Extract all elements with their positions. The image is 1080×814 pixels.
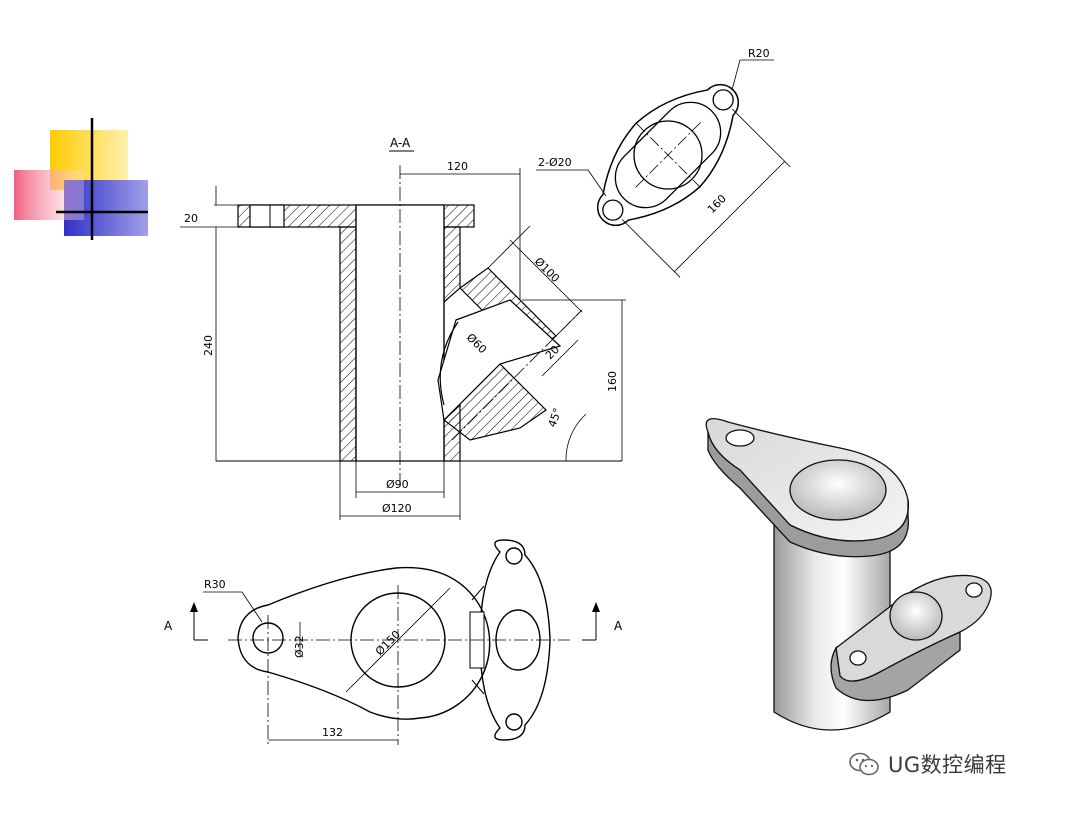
render-branch-bore: [889, 591, 943, 641]
dim-pipe-outer-dia: Ø120: [382, 502, 412, 515]
aux-dimensions: R20 2-Ø20 160: [536, 47, 774, 216]
aux-hole-left: [602, 199, 624, 221]
watermark-text: UG数控编程: [888, 753, 1007, 777]
dim-aux-radius: R20: [748, 47, 770, 60]
aux-hole-right: [712, 89, 734, 111]
auxiliary-flange-view: [596, 83, 791, 278]
dim-center-distance: 132: [322, 726, 343, 739]
dim-flange-thickness: 20: [184, 212, 198, 225]
isometric-render: [705, 418, 992, 731]
branch-bore: [437, 299, 562, 422]
dim-plan-radius: R30: [204, 578, 226, 591]
wechat-icon: [849, 752, 879, 776]
section-label: A-A: [390, 136, 411, 150]
dim-plan-hole-dia: Ø32: [293, 635, 306, 658]
pipe-left-wall: [339, 226, 357, 462]
dim-branch-offset: 120: [447, 160, 468, 173]
plan-view: 132 R30 Ø32 Ø150 A A: [164, 539, 623, 745]
side-flange-hole-bottom: [505, 713, 523, 731]
slide-decoration: [14, 118, 148, 240]
render-branch-base: [830, 630, 961, 702]
section-arrow-right-label: A: [614, 619, 623, 633]
dim-total-height: 240: [202, 335, 215, 356]
watermark: UG数控编程: [848, 746, 1007, 782]
section-arrow-left-label: A: [164, 619, 173, 633]
base-flange-outline: [237, 566, 491, 720]
render-branch-hole-right: [965, 582, 983, 598]
dim-branch-angle: 45°: [546, 406, 565, 429]
dim-branch-outer-dia: Ø100: [532, 255, 562, 285]
render-top-flange-edge: [707, 431, 909, 558]
aux-flange-outline: [596, 83, 740, 227]
render-top-hole: [725, 429, 755, 447]
dim-branch-height: 160: [606, 371, 619, 392]
render-top-bore: [789, 459, 887, 521]
side-flange-hole-top: [505, 547, 523, 565]
dim-aux-holes: 2-Ø20: [538, 156, 572, 169]
dim-aux-hole-spacing: 160: [705, 192, 729, 216]
render-branch-hole-left: [849, 650, 867, 666]
section-view-a-a: A-A 20 240 120: [180, 136, 626, 520]
dim-flange-dia: Ø150: [373, 628, 403, 658]
pipe-right-wall-upper: [443, 226, 461, 304]
dim-bore-dia: Ø90: [386, 478, 409, 491]
